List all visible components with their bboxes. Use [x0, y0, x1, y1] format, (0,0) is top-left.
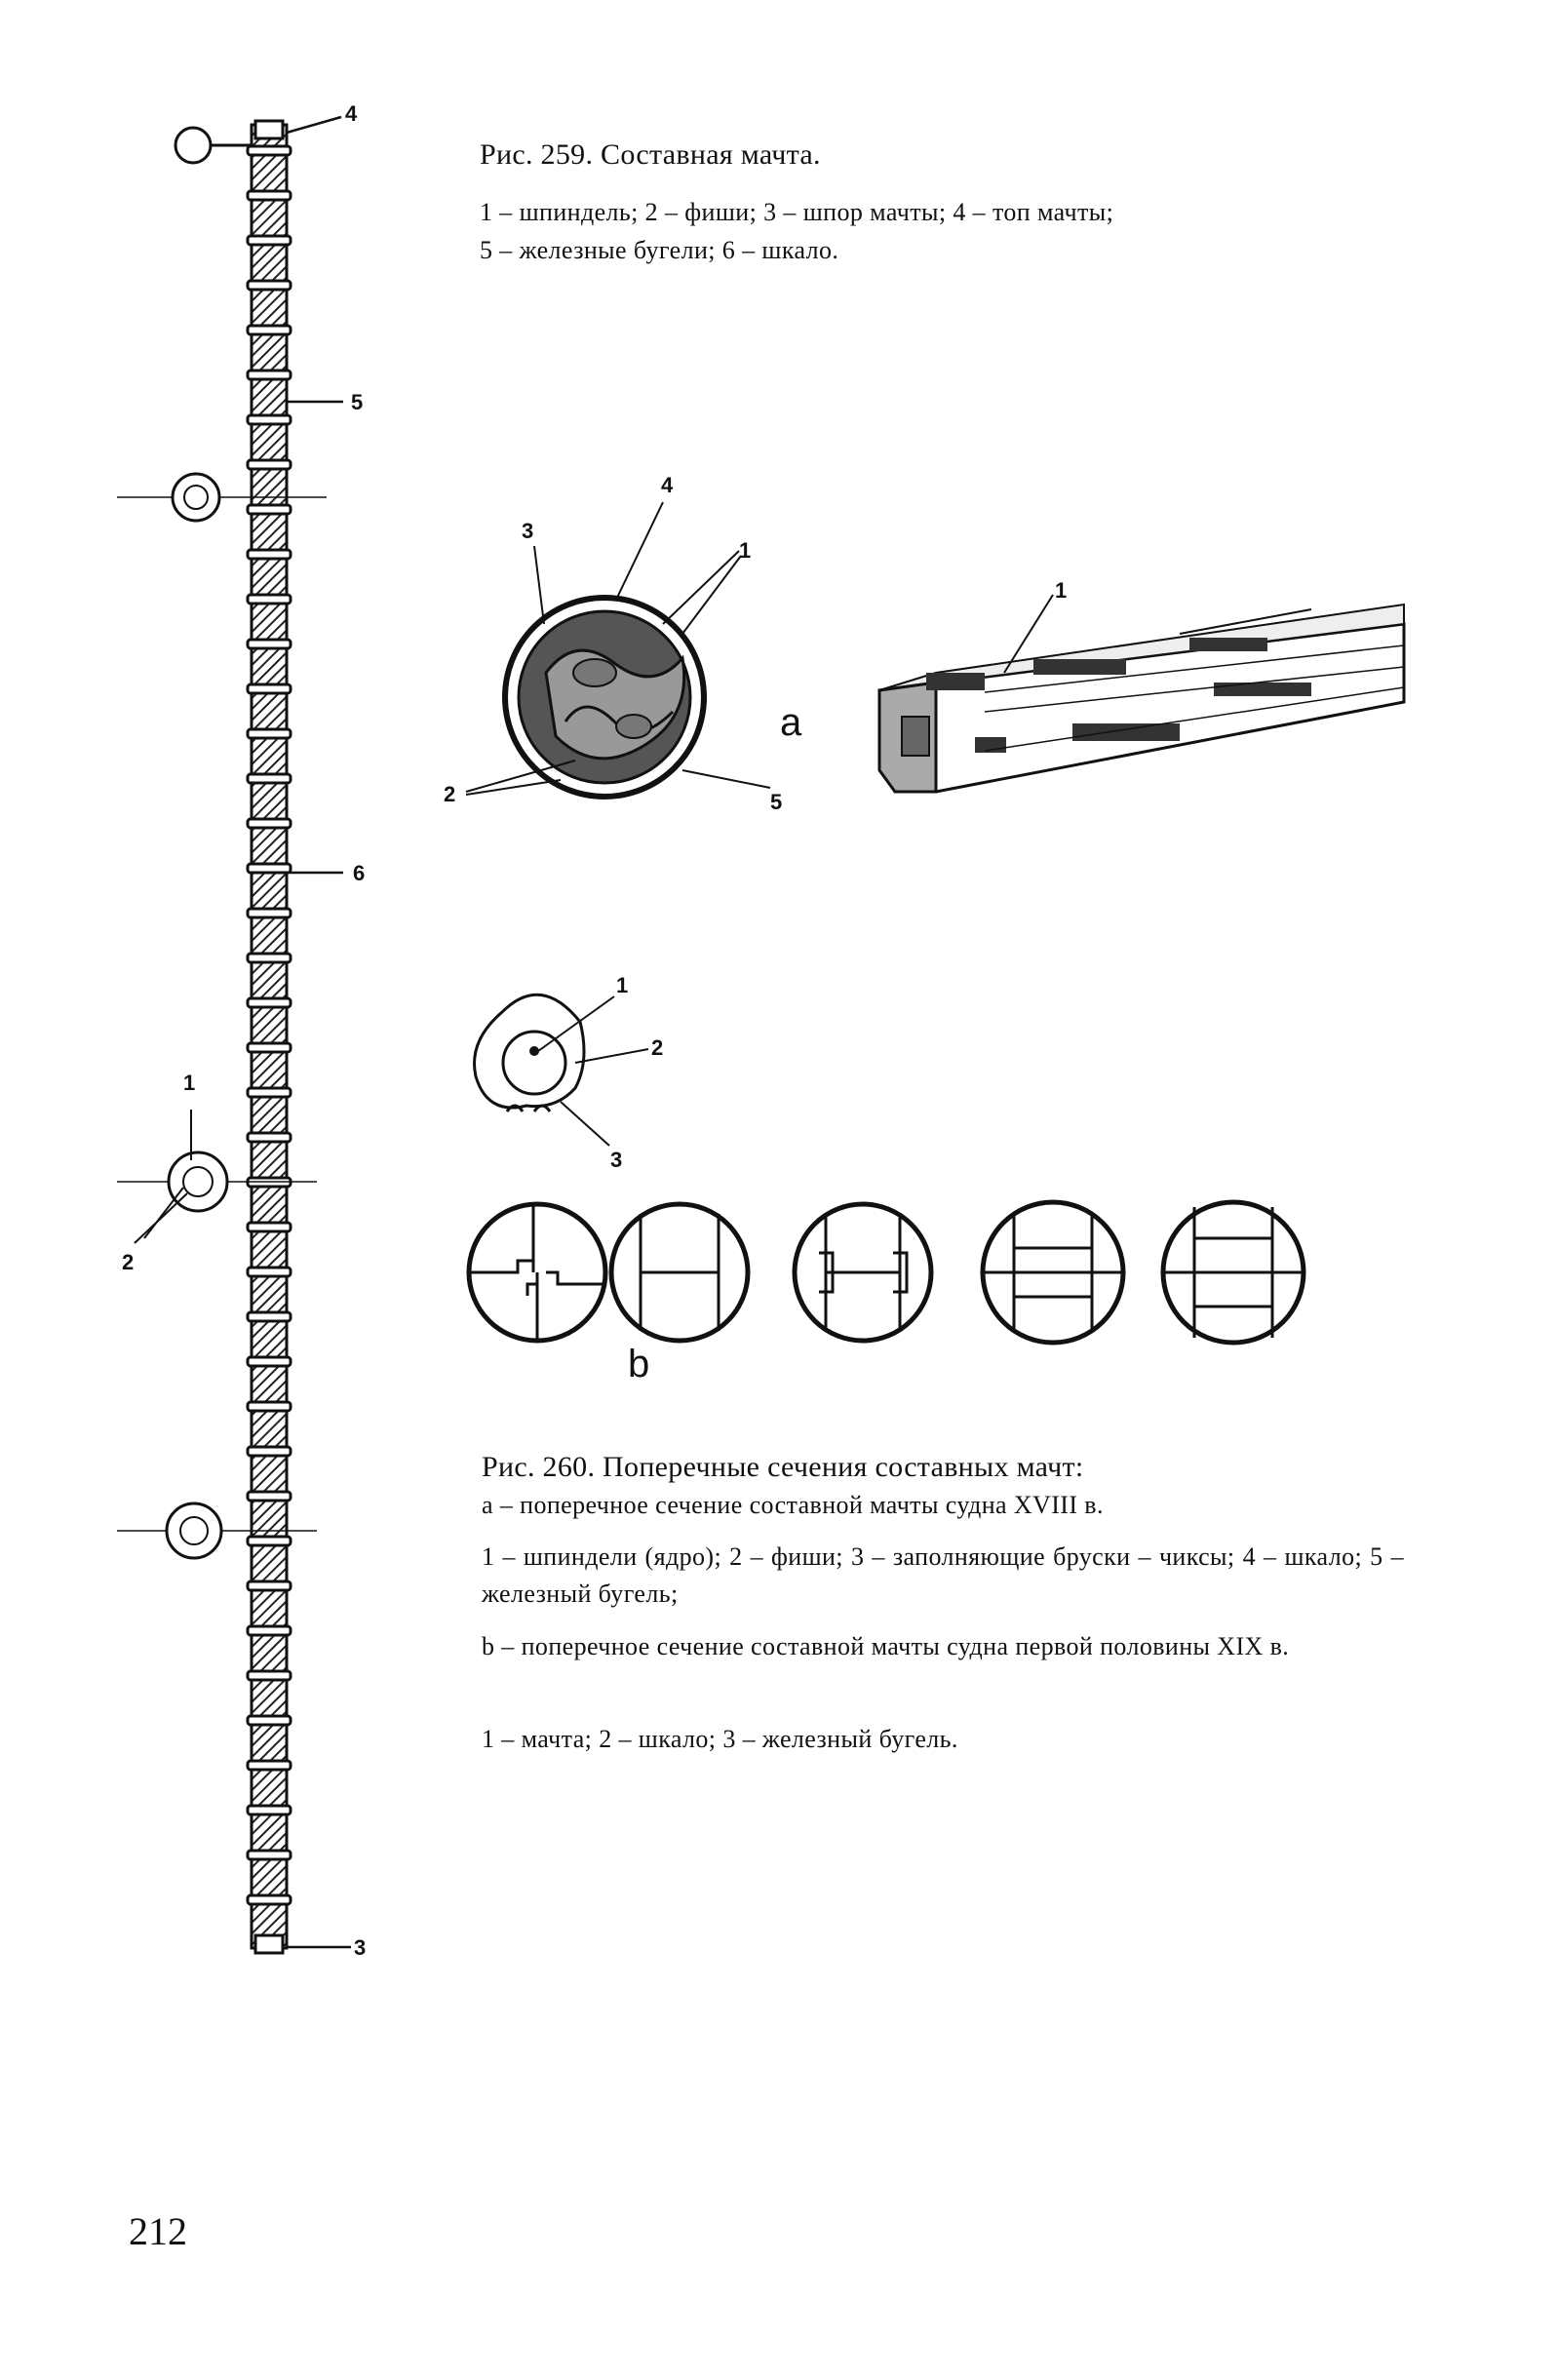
iron-band	[246, 324, 292, 336]
section-a-circle	[502, 595, 707, 800]
iron-band	[246, 1086, 292, 1099]
a-label-1: 1	[739, 538, 751, 563]
iron-band	[246, 952, 292, 964]
iron-band	[246, 862, 292, 875]
fig260-part-b: b – поперечное сечение составной мачты с…	[482, 1632, 1290, 1660]
label-3: 3	[354, 1935, 366, 1960]
a-beam-label-1: 1	[1055, 578, 1067, 603]
letter-b: b	[628, 1343, 649, 1385]
iron-band	[246, 1669, 292, 1682]
section-b-5	[1160, 1199, 1306, 1346]
iron-band	[246, 189, 292, 202]
b-label-3: 3	[610, 1148, 622, 1172]
iron-band	[246, 1355, 292, 1368]
fig260-part-a-legend: 1 – шпиндели (ядро); 2 – фиши; 3 – запол…	[482, 1542, 1404, 1608]
label-2: 2	[122, 1250, 134, 1274]
iron-band	[246, 1131, 292, 1144]
label-5: 5	[351, 390, 363, 414]
iron-band	[246, 1310, 292, 1323]
a-label-4: 4	[661, 473, 674, 497]
fig259-legend-line2: 5 – железные бугели; 6 – шкало.	[480, 236, 839, 264]
mast-top	[253, 119, 285, 140]
iron-band	[246, 638, 292, 650]
section-b-2	[608, 1201, 751, 1344]
iron-band	[246, 1580, 292, 1592]
fig260-part-a: а – поперечное сечение составной мачты с…	[482, 1491, 1104, 1519]
iron-band	[246, 907, 292, 919]
label-1: 1	[183, 1071, 195, 1095]
mast-heel	[253, 1933, 285, 1955]
section-b-4	[980, 1199, 1126, 1346]
iron-band	[246, 1849, 292, 1861]
a-label-5: 5	[770, 790, 782, 814]
iron-band	[246, 1535, 292, 1547]
iron-band	[246, 727, 292, 740]
iron-band	[246, 683, 292, 695]
cross-section-2	[117, 1110, 317, 1244]
section-b-band	[473, 993, 586, 1112]
iron-band	[246, 548, 292, 561]
iron-band	[246, 772, 292, 785]
mast-body	[246, 123, 292, 1950]
iron-band	[246, 413, 292, 426]
fig260-part-b-legend: 1 – мачта; 2 – шкало; 3 – железный бугел…	[482, 1725, 958, 1753]
section-b-3	[792, 1201, 934, 1344]
iron-band	[246, 279, 292, 292]
iron-band	[246, 1221, 292, 1233]
section-a-beam	[877, 603, 1406, 794]
iron-band	[246, 1266, 292, 1278]
section-b-1	[466, 1201, 608, 1344]
fig260-title: Рис. 260. Поперечные сечения составных м…	[482, 1451, 1084, 1483]
iron-band	[246, 503, 292, 516]
iron-band	[246, 593, 292, 605]
page-number: 212	[129, 2209, 187, 2253]
iron-band	[246, 996, 292, 1009]
iron-band	[246, 1624, 292, 1637]
iron-band	[246, 817, 292, 830]
b-label-1: 1	[616, 973, 628, 997]
letter-a: a	[780, 701, 802, 744]
cross-section-1	[117, 472, 327, 523]
fig259-title: Рис. 259. Составная мачта.	[480, 138, 821, 171]
iron-band	[246, 1490, 292, 1502]
label-4: 4	[345, 101, 358, 126]
iron-band	[246, 1714, 292, 1727]
iron-band	[246, 369, 292, 381]
iron-band	[246, 1804, 292, 1816]
iron-band	[246, 458, 292, 471]
iron-band	[246, 1445, 292, 1458]
cross-section-3	[117, 1502, 317, 1560]
b-label-2: 2	[651, 1035, 663, 1060]
iron-band	[246, 1400, 292, 1413]
iron-band	[246, 1893, 292, 1906]
a-label-3: 3	[522, 519, 533, 543]
iron-band	[246, 234, 292, 247]
a-label-2: 2	[444, 782, 455, 806]
iron-band	[246, 1759, 292, 1772]
iron-band	[246, 1041, 292, 1054]
iron-bands	[246, 144, 292, 1906]
fig259-legend-line1: 1 – шпиндель; 2 – фиши; 3 – шпор мачты; …	[480, 198, 1114, 226]
iron-band	[246, 144, 292, 157]
label-6: 6	[353, 861, 365, 885]
